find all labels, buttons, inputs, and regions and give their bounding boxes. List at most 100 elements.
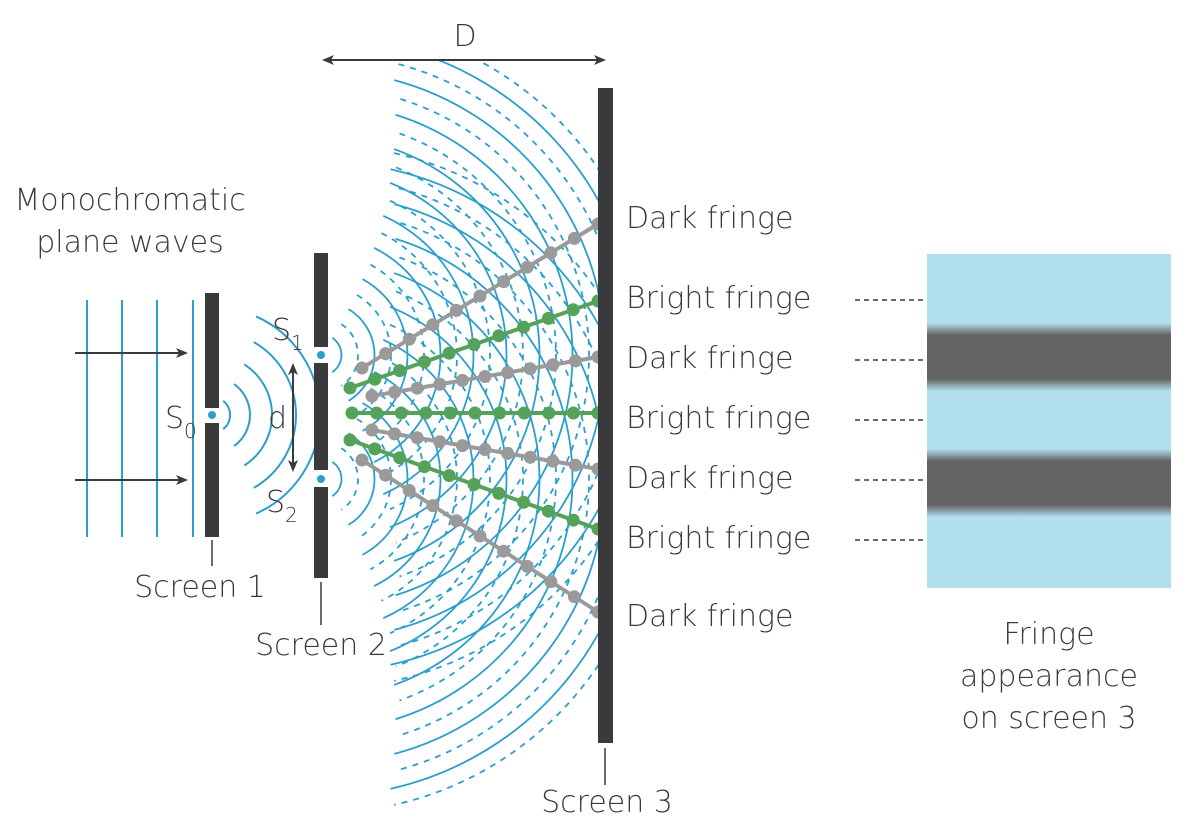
fringe-appearance-panel [927, 254, 1171, 588]
dark-path-node [473, 289, 487, 303]
bright-path-node [468, 406, 482, 420]
bright-path-node [343, 433, 357, 447]
wavefront-trough [393, 152, 599, 806]
wavefront-trough [389, 199, 491, 511]
dark-path-node [520, 260, 534, 274]
screen-1-upper [205, 293, 219, 408]
wavefront-crest [395, 237, 574, 721]
label-s0-sub: 0 [184, 419, 197, 443]
bright-path-node [542, 406, 556, 420]
fringe-label-bright: Bright fringe [626, 281, 811, 316]
dark-path-node [355, 361, 369, 375]
title-line-2: plane waves [36, 225, 224, 260]
dark-path-node [426, 499, 440, 513]
s0-wavefront [222, 400, 231, 430]
fringe-label-dark: Dark fringe [626, 599, 793, 634]
bright-path-node [566, 513, 580, 527]
bright-path-node [492, 329, 506, 343]
wavefront-trough [398, 187, 599, 771]
wavefront-trough [398, 63, 599, 647]
plane-wavefronts [86, 300, 194, 537]
interference-wavefronts [331, 60, 599, 806]
screen-1 [205, 293, 219, 566]
wavefront-trough [381, 356, 458, 602]
panel-caption-line-1: Fringe [1003, 617, 1094, 652]
wavefront-trough [393, 60, 599, 682]
dark-path-node [497, 275, 511, 289]
label-s1: S1 [272, 313, 304, 355]
wavefront-crest [390, 168, 599, 790]
dark-path-node [520, 559, 534, 573]
dark-path-node [497, 544, 511, 558]
wavefront-trough [395, 166, 524, 544]
s0-wavefront [243, 363, 273, 467]
fringe-label-bright: Bright fringe [626, 401, 811, 436]
dark-path-node [433, 377, 447, 391]
bright-path-node [417, 460, 431, 474]
wavefront-trough [370, 387, 425, 571]
dark-path-node [449, 303, 463, 317]
dark-path-node [568, 354, 582, 368]
label-screen-1: Screen 1 [134, 570, 266, 605]
dark-path-node [501, 446, 515, 460]
bright-path-node [345, 406, 359, 420]
bright-path-node [493, 406, 507, 420]
dark-path-node [410, 431, 424, 445]
fringe-label-bright: Bright fringe [626, 521, 811, 556]
dark-path-node [544, 246, 558, 260]
bright-path-node [419, 406, 433, 420]
dark-path-node [546, 358, 560, 372]
dark-path-node [388, 427, 402, 441]
dark-path-node [546, 454, 560, 468]
label-s1-main: S [272, 313, 291, 348]
label-s2: S2 [266, 485, 298, 527]
bright-path-node [517, 495, 531, 509]
bright-path-node [368, 442, 382, 456]
bright-path-node [517, 320, 531, 334]
wavefront-crest [348, 308, 376, 402]
bright-path-node [541, 311, 555, 325]
dark-path-node [567, 590, 581, 604]
label-s0-main: S [165, 401, 184, 436]
title-line-1: Monochromatic [14, 183, 245, 218]
wavefront-trough [381, 232, 458, 478]
slit-s0-dot [208, 411, 216, 419]
wavefront-crest [390, 60, 599, 666]
dark-path-node [473, 529, 487, 543]
wavefront-crest [362, 402, 409, 556]
slit-s1-dot [317, 351, 325, 359]
screen-3 [598, 88, 613, 785]
dark-path-node [544, 575, 558, 589]
wavefront-crest [331, 461, 343, 497]
screen-2 [314, 253, 328, 625]
dark-path-node [568, 458, 582, 472]
panel-caption-line-3: on screen 3 [961, 701, 1136, 736]
bright-path-node [442, 469, 456, 483]
dark-path-node [567, 231, 581, 245]
dark-path-node [478, 443, 492, 456]
wavefront-crest [393, 272, 541, 686]
dark-path-node [455, 373, 469, 387]
dark-path-node [379, 468, 393, 482]
label-s0: S0 [165, 401, 197, 443]
bright-path-node [417, 355, 431, 369]
wavefront-trough [399, 132, 557, 578]
wavefront-trough [340, 447, 359, 511]
wavefront-trough [399, 256, 557, 702]
wavefront-crest [395, 113, 574, 597]
label-screen-3: Screen 3 [541, 785, 673, 820]
bright-path-node [394, 406, 408, 420]
bright-path-node [393, 451, 407, 465]
screen-2-top [314, 253, 328, 347]
dark-path-node [455, 439, 469, 453]
screen-3-bar [598, 88, 613, 743]
dark-path-node [449, 514, 463, 528]
wavefront-trough [356, 294, 392, 416]
wavefront-crest [394, 79, 599, 631]
wavefront-crest [373, 371, 442, 587]
fringe-label-dark: Dark fringe [626, 201, 793, 236]
wavefront-trough [356, 418, 392, 540]
wavefront-crest [389, 181, 508, 529]
bright-path-node [541, 504, 555, 518]
